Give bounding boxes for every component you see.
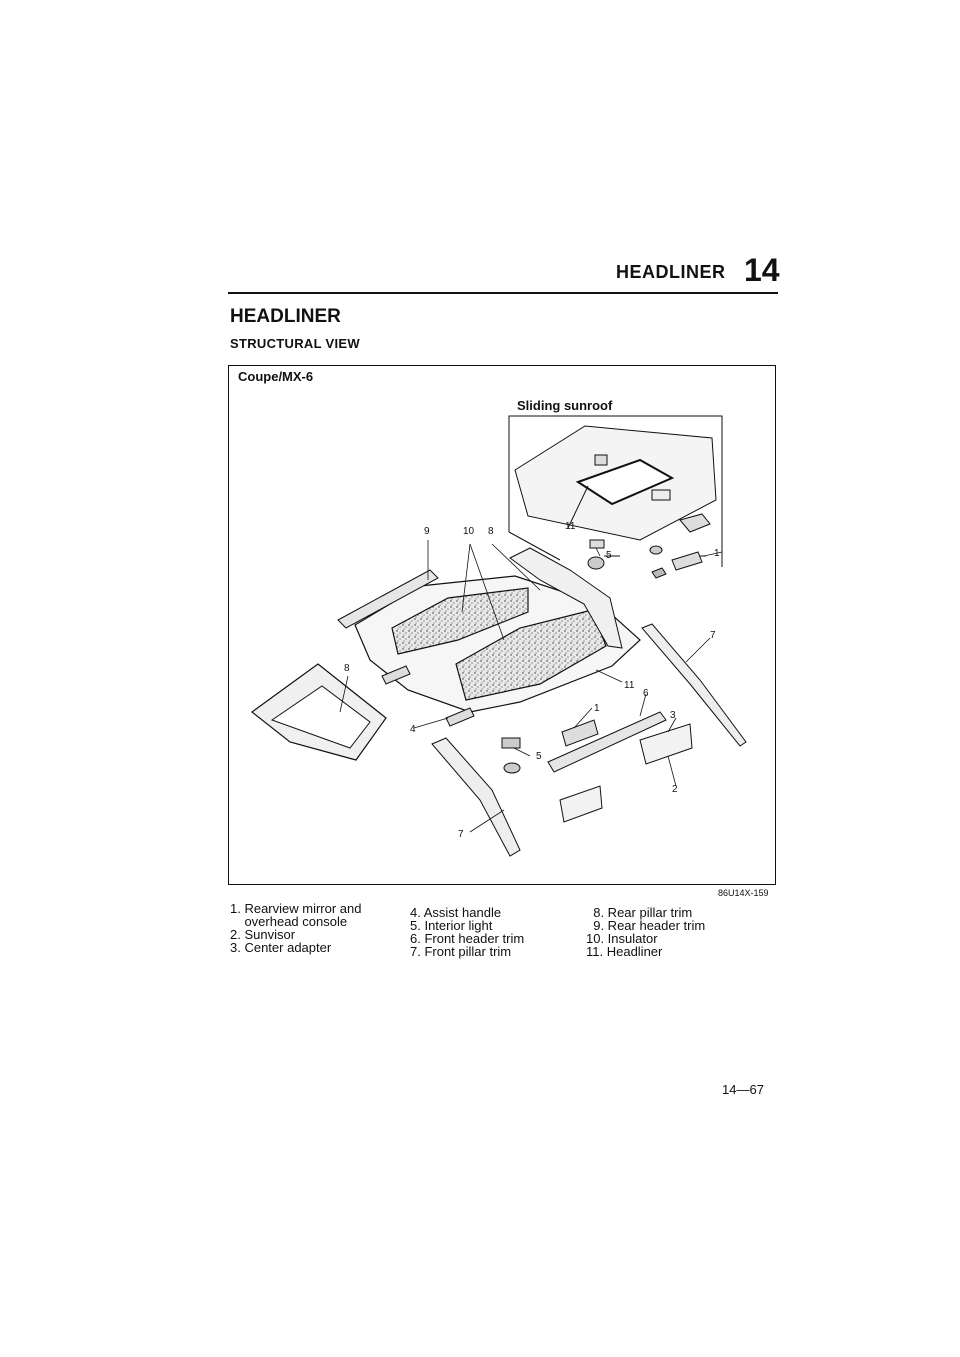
callout-6: 6 <box>643 688 649 699</box>
interior-light <box>501 737 521 749</box>
callout-11-main: 11 <box>624 680 635 691</box>
callout-3: 3 <box>670 710 676 721</box>
header-rule <box>228 292 778 294</box>
callout-8-left: 8 <box>344 663 350 674</box>
legend-item: 9. Rear header trim <box>586 918 706 933</box>
sunroof-inset-label: Sliding sunroof <box>517 398 613 413</box>
callout-5-inset: 5 <box>606 550 612 561</box>
callout-1-inset: 1 <box>714 548 720 559</box>
legend-column-2: 4. Assist handle 5. Interior light 6. Fr… <box>410 906 524 958</box>
callout-7-left: 7 <box>458 829 464 840</box>
legend-item: 3. Center adapter <box>230 940 332 955</box>
figure-frame <box>228 365 776 885</box>
legend-item: 5. Interior light <box>410 918 493 933</box>
legend-item: 1. Rearview mirror and <box>230 901 362 916</box>
callout-1-main: 1 <box>594 703 600 714</box>
chapter-number: 14 <box>744 252 780 288</box>
headliner-panel <box>354 575 641 713</box>
figure-code: 86U14X-159 <box>718 888 769 898</box>
sunvisor-left <box>559 785 603 823</box>
rearview-mirror <box>561 719 599 747</box>
legend-item: 2. Sunvisor <box>230 927 296 942</box>
legend-item: 7. Front pillar trim <box>410 944 512 959</box>
legend-item: 6. Front header trim <box>410 931 525 946</box>
callout-10: 10 <box>463 526 475 537</box>
rear-header-trim <box>337 569 439 629</box>
callout-4: 4 <box>410 724 416 735</box>
callout-5-main: 5 <box>536 751 542 762</box>
legend-item: 10. Insulator <box>586 931 658 946</box>
section-header-title: HEADLINER <box>616 262 726 282</box>
legend-item: 8. Rear pillar trim <box>586 905 693 920</box>
figure-variant-label: Coupe/MX-6 <box>238 369 314 384</box>
assist-handle <box>445 707 475 727</box>
front-header-trim <box>547 711 667 773</box>
legend-item: overhead console <box>230 914 348 929</box>
callout-11-inset: 11 <box>565 521 576 532</box>
page-subtitle: STRUCTURAL VIEW <box>230 336 360 351</box>
legend-item: 11. Headliner <box>586 944 663 959</box>
sunroof-inset <box>508 415 723 579</box>
callout-2: 2 <box>672 784 678 795</box>
callout-7-right: 7 <box>710 630 716 641</box>
page-title: HEADLINER <box>230 306 341 327</box>
legend-column-3: 8. Rear pillar trim 9. Rear header trim … <box>586 906 705 958</box>
front-pillar-trim-left <box>431 737 521 857</box>
legend-item: 4. Assist handle <box>410 905 502 920</box>
callout-9: 9 <box>424 526 430 537</box>
sunvisor-right <box>639 723 693 765</box>
front-pillar-trim-right <box>641 623 747 747</box>
rear-pillar-trim-right <box>509 547 623 649</box>
legend-column-1: 1. Rearview mirror and overhead console … <box>230 902 362 954</box>
page-number: 14—67 <box>722 1082 764 1097</box>
callout-8-top: 8 <box>488 526 494 537</box>
